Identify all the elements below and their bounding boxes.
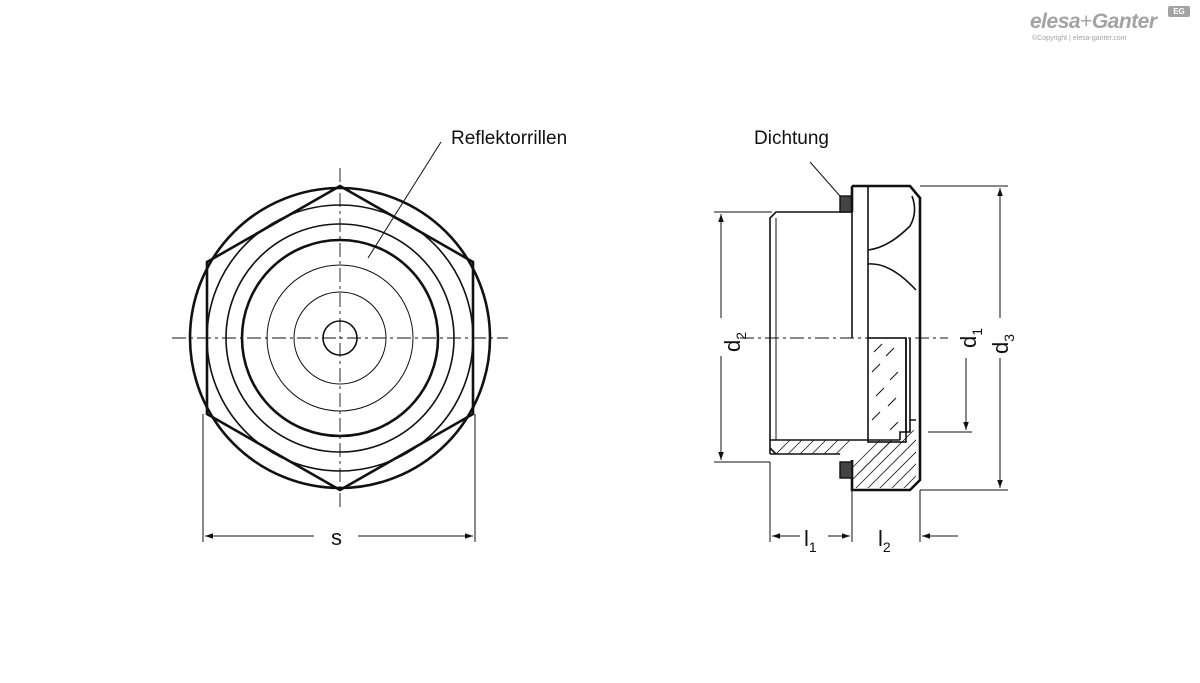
seal-lower: [839, 461, 853, 479]
l2-label: l2: [878, 526, 891, 555]
seal-label: Dichtung: [754, 128, 829, 149]
reflector-grooves-label: Reflektorrillen: [451, 128, 567, 149]
side-view: Dichtung d2 d1 d3 l1 l2: [714, 128, 1017, 555]
thread-body-upper: [769, 211, 852, 338]
front-view: Reflektorrillen s: [172, 128, 567, 550]
inner-ring-3: [240, 238, 440, 438]
inner-ring-2: [225, 223, 455, 453]
elesa-ganter-logo: elesa+Ganter EG ©Copyright | elesa-gante…: [1030, 6, 1192, 46]
reflector-groove-2: [293, 291, 387, 385]
inner-ring-1: [206, 204, 474, 472]
l1-label: l1: [804, 526, 817, 555]
hex-flat-curve-top: [867, 186, 916, 251]
center-hole: [322, 320, 358, 356]
glass-hatching: [871, 343, 899, 431]
seal-upper: [839, 195, 853, 213]
s-label: s: [331, 525, 342, 550]
reflector-leader-line: [367, 141, 442, 259]
d2-label: d2: [720, 332, 749, 352]
d1-label: d1: [956, 328, 985, 348]
sight-glass: [867, 337, 907, 443]
d3-label: d3: [988, 334, 1017, 354]
seal-leader-line: [809, 161, 841, 197]
thread-chamfer-lower: [769, 447, 777, 455]
logo-copyright: ©Copyright | elesa-ganter.com: [1032, 35, 1127, 42]
hex-flat-curve-mid: [867, 250, 917, 291]
logo-wordmark: elesa+Ganter: [1030, 10, 1157, 33]
logo-badge: EG: [1168, 6, 1190, 17]
hexagon-chamfer-circle: [188, 186, 492, 490]
hexagon-outline: [205, 184, 475, 492]
reflector-groove-1: [266, 264, 414, 412]
